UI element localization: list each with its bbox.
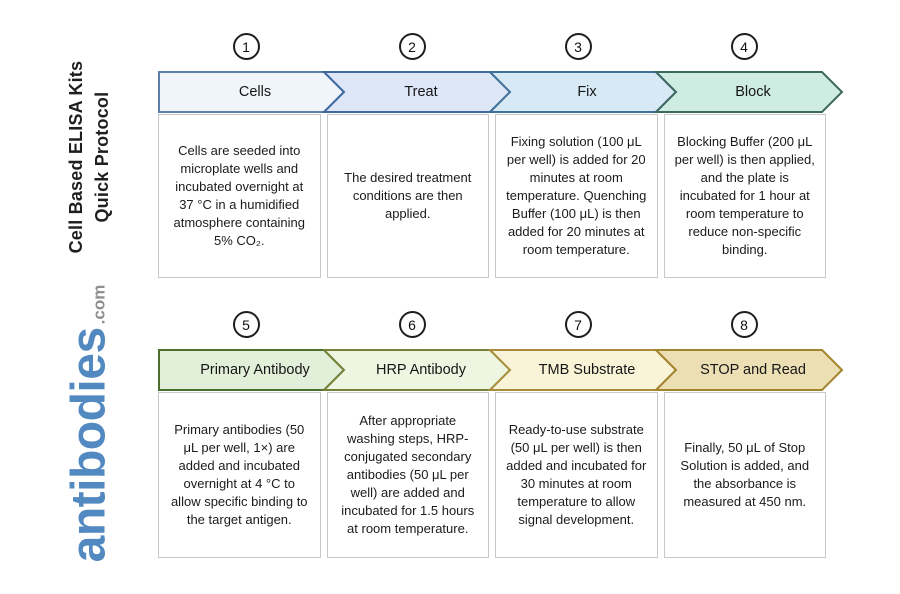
step-title: Block bbox=[735, 84, 771, 100]
step-description: Primary antibodies (50 μL per well, 1×) … bbox=[170, 422, 308, 527]
step-title: Treat bbox=[404, 84, 438, 100]
banner-labels-row-2: Primary Antibody HRP Antibody TMB Substr… bbox=[158, 349, 848, 392]
step-title: STOP and Read bbox=[700, 362, 806, 378]
step-title: TMB Substrate bbox=[538, 362, 636, 378]
step-description-box: Blocking Buffer (200 μL per well) is the… bbox=[663, 114, 826, 278]
step-description-box: Finally, 50 μL of Stop Solution is added… bbox=[663, 392, 826, 558]
step-number-badge: 5 bbox=[232, 311, 260, 338]
step-number-row-2: 5 6 7 8 bbox=[158, 311, 848, 349]
step-number-slot: 6 bbox=[324, 311, 500, 338]
step-description: The desired treatment conditions are the… bbox=[344, 170, 472, 221]
flow-row-1: 1 2 3 4 Cells Treat Fix Block Cells are … bbox=[158, 33, 848, 278]
step-description: After appropriate washing steps, HRP-con… bbox=[341, 413, 475, 536]
step-description: Fixing solution (100 μL per well) is add… bbox=[506, 134, 647, 257]
step-description: Ready-to-use substrate (50 μL per well) … bbox=[506, 422, 647, 527]
arrow-banner-svg bbox=[158, 349, 844, 391]
step-number-slot: 3 bbox=[490, 33, 666, 60]
step-title: Primary Antibody bbox=[200, 362, 310, 378]
step-number-badge: 3 bbox=[564, 33, 592, 60]
step-title: Fix bbox=[577, 84, 597, 100]
step-number-slot: 5 bbox=[158, 311, 334, 338]
step-number-badge: 7 bbox=[564, 311, 592, 338]
step-description: Cells are seeded into microplate wells a… bbox=[173, 143, 306, 248]
step-description-box: Cells are seeded into microplate wells a… bbox=[158, 114, 321, 278]
step-description-box: Primary antibodies (50 μL per well, 1×) … bbox=[158, 392, 321, 558]
description-row-1: Cells are seeded into microplate wells a… bbox=[158, 114, 826, 278]
brand-logo: antibodies.com bbox=[62, 284, 117, 562]
step-description-box: Fixing solution (100 μL per well) is add… bbox=[495, 114, 658, 278]
step-title: Cells bbox=[238, 84, 272, 100]
step-number-badge: 1 bbox=[232, 33, 260, 60]
description-row-2: Primary antibodies (50 μL per well, 1×) … bbox=[158, 392, 826, 558]
step-number-badge: 2 bbox=[398, 33, 426, 60]
sidebar-title-block: Cell Based ELISA Kits Quick Protocol bbox=[28, 40, 150, 274]
step-description: Blocking Buffer (200 μL per well) is the… bbox=[674, 134, 815, 257]
step-number-slot: 4 bbox=[656, 33, 832, 60]
arrow-banner-row-1: Cells Treat Fix Block bbox=[158, 71, 848, 114]
step-number-badge: 6 bbox=[398, 311, 426, 338]
page-title-line1: Cell Based ELISA Kits bbox=[65, 60, 86, 254]
flow-row-2: 5 6 7 8 Primary Antibody HRP Antibody TM… bbox=[158, 311, 848, 558]
step-number-badge: 8 bbox=[730, 311, 758, 338]
step-number-row-1: 1 2 3 4 bbox=[158, 33, 848, 71]
step-number-slot: 8 bbox=[656, 311, 832, 338]
brand-logo-block: antibodies.com bbox=[20, 284, 158, 562]
step-title: HRP Antibody bbox=[375, 362, 466, 378]
arrow-banner-row-2: Primary Antibody HRP Antibody TMB Substr… bbox=[158, 349, 848, 392]
step-number-slot: 1 bbox=[158, 33, 334, 60]
page-title: Cell Based ELISA Kits Quick Protocol bbox=[63, 40, 115, 274]
step-number-slot: 7 bbox=[490, 311, 666, 338]
logo-domain-suffix: .com bbox=[89, 284, 109, 324]
page-title-line2: Quick Protocol bbox=[92, 91, 112, 223]
step-description-box: Ready-to-use substrate (50 μL per well) … bbox=[495, 392, 658, 558]
arrow-banner-svg bbox=[158, 71, 844, 113]
step-description: Finally, 50 μL of Stop Solution is added… bbox=[680, 440, 810, 509]
logo-wordmark: antibodies bbox=[62, 326, 116, 562]
step-description-box: The desired treatment conditions are the… bbox=[326, 114, 489, 278]
step-number-slot: 2 bbox=[324, 33, 500, 60]
step-description-box: After appropriate washing steps, HRP-con… bbox=[326, 392, 489, 558]
step-number-badge: 4 bbox=[730, 33, 758, 60]
arrow-segment-stop-and-read bbox=[653, 349, 844, 391]
banner-labels-row-1: Cells Treat Fix Block bbox=[158, 71, 848, 114]
arrow-segment-block bbox=[653, 71, 844, 113]
